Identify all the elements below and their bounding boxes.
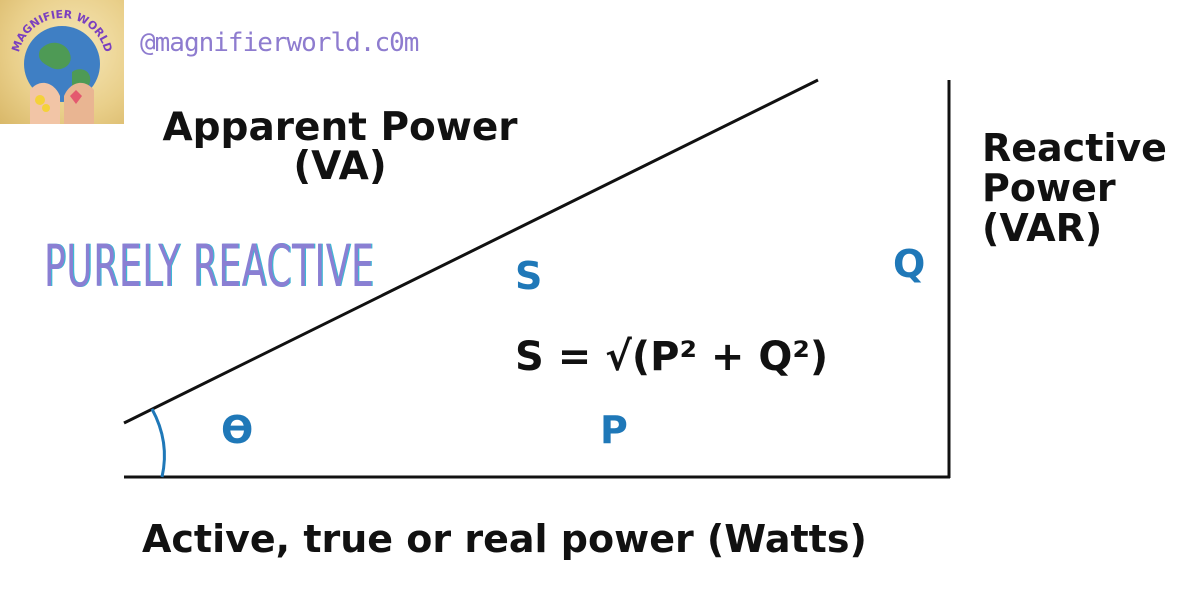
reactive-power-line3: (VAR) [982,206,1103,250]
active-power-label: Active, true or real power (Watts) [142,517,867,561]
social-handle: @magnifierworld.c0m [140,28,419,58]
apparent-power-label: Apparent Power (VA) [150,108,530,186]
symbol-p: P [600,408,628,452]
apparent-power-formula: S = √(P² + Q²) [515,334,829,380]
purely-reactive-banner: PURELY REACTIVE [44,232,375,300]
apparent-power-line1: Apparent Power [162,105,518,150]
angle-arc [150,408,166,478]
reactive-power-label: Reactive Power (VAR) [982,128,1167,248]
reactive-power-line1: Reactive [982,126,1167,170]
apparent-power-line2: (VA) [293,144,387,189]
symbol-s: S [515,254,543,298]
reactive-power-line2: Power [982,166,1116,210]
brand-logo: MAGNIFIER WORLD [0,0,124,124]
hypotenuse-line [123,78,819,425]
symbol-q: Q [893,242,926,286]
symbol-theta: ϴ [221,408,254,452]
globe-hands-logo-icon: MAGNIFIER WORLD [9,8,115,124]
